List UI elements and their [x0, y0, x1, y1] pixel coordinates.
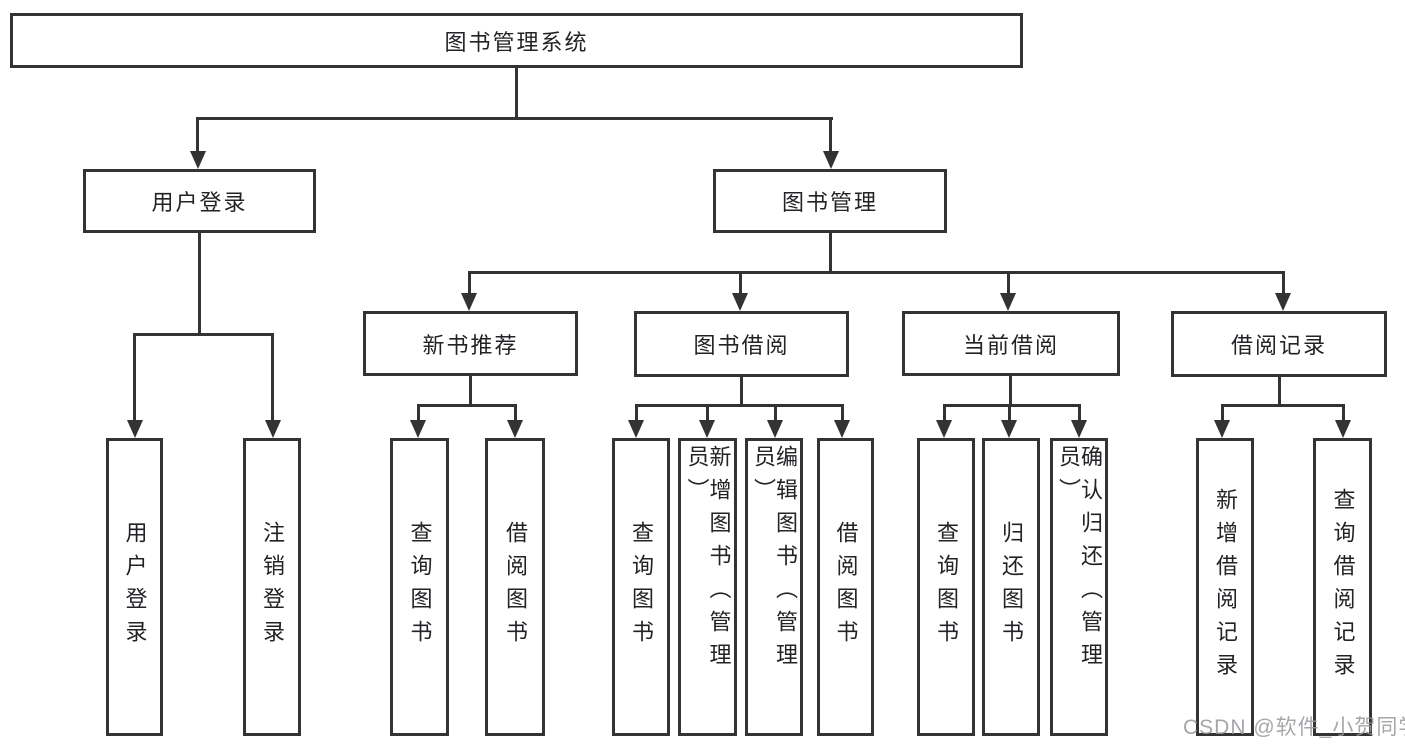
connector-line	[1278, 377, 1281, 407]
leaf-user-login: 用户登录	[106, 438, 163, 736]
connector-line	[468, 271, 1285, 274]
connector-line	[196, 117, 199, 153]
node-new-book-recommend-label: 新书推荐	[422, 332, 519, 358]
arrow-down-icon	[1071, 420, 1087, 438]
connector-line	[1342, 404, 1345, 422]
connector-line	[515, 66, 518, 120]
connector-line	[740, 377, 743, 407]
connector-line	[706, 404, 709, 422]
connector-line	[514, 404, 517, 422]
connector-line	[829, 233, 832, 274]
leaf-query-books-current: 查询图书	[917, 438, 975, 736]
arrow-down-icon	[1275, 293, 1291, 311]
leaf-return-books: 归还图书	[982, 438, 1040, 736]
arrow-down-icon	[936, 420, 952, 438]
connector-line	[271, 333, 274, 422]
connector-line	[1078, 404, 1081, 422]
leaf-logout: 注销登录	[243, 438, 301, 736]
arrow-down-icon	[190, 151, 206, 169]
connector-line	[635, 404, 638, 422]
node-book-borrow-label: 图书借阅	[693, 333, 790, 358]
connector-line	[417, 404, 420, 422]
connector-line	[1007, 271, 1010, 295]
leaf-borrow-books: 借阅图书	[817, 438, 874, 736]
node-library-system: 图书管理系统	[10, 13, 1023, 68]
connector-line	[133, 333, 136, 422]
connector-line	[417, 404, 517, 407]
node-library-system-label: 图书管理系统	[444, 29, 589, 55]
arrow-down-icon	[628, 420, 644, 438]
node-borrow-records: 借阅记录	[1171, 311, 1387, 377]
connector-line	[1221, 404, 1344, 407]
arrow-down-icon	[127, 420, 143, 438]
arrow-down-icon	[732, 293, 748, 311]
connector-line	[133, 333, 274, 336]
arrow-down-icon	[699, 420, 715, 438]
leaf-add-books-admin: 新增图书（管理员）	[678, 438, 737, 736]
connector-line	[739, 271, 742, 295]
node-book-management: 图书管理	[713, 169, 947, 233]
node-current-borrow: 当前借阅	[902, 311, 1120, 376]
connector-line	[635, 404, 843, 407]
node-borrow-records-label: 借阅记录	[1230, 333, 1327, 358]
connector-line	[841, 404, 844, 422]
node-user-login-label: 用户登录	[151, 190, 248, 215]
leaf-confirm-return-admin: 确认归还（管理员）	[1050, 438, 1108, 736]
connector-line	[1008, 404, 1011, 422]
arrow-down-icon	[1214, 420, 1230, 438]
node-user-login: 用户登录	[83, 169, 316, 233]
connector-line	[1282, 271, 1285, 295]
arrow-down-icon	[461, 293, 477, 311]
leaf-query-books-borrow: 查询图书	[612, 438, 670, 736]
node-book-management-label: 图书管理	[781, 190, 878, 215]
node-current-borrow-label: 当前借阅	[962, 332, 1059, 358]
arrow-down-icon	[410, 420, 426, 438]
arrow-down-icon	[834, 420, 850, 438]
leaf-edit-books-admin: 编辑图书（管理员）	[745, 438, 803, 736]
connector-line	[196, 117, 833, 120]
node-new-book-recommend: 新书推荐	[363, 311, 578, 376]
connector-line	[1221, 404, 1224, 422]
arrow-down-icon	[1000, 293, 1016, 311]
leaf-add-borrow-record: 新增借阅记录	[1196, 438, 1254, 736]
connector-line	[469, 376, 472, 407]
connector-line	[1009, 376, 1012, 407]
arrow-down-icon	[507, 420, 523, 438]
connector-line	[943, 404, 1080, 407]
arrow-down-icon	[823, 151, 839, 169]
leaf-borrow-books-recommend: 借阅图书	[485, 438, 545, 736]
arrow-down-icon	[1335, 420, 1351, 438]
connector-line	[468, 271, 471, 295]
leaf-query-borrow-record: 查询借阅记录	[1313, 438, 1372, 736]
connector-line	[774, 404, 777, 422]
arrow-down-icon	[265, 420, 281, 438]
connector-line	[829, 117, 832, 153]
arrow-down-icon	[767, 420, 783, 438]
node-book-borrow: 图书借阅	[634, 311, 849, 377]
watermark: CSDN @软件_小贺同学	[1183, 716, 1405, 739]
arrow-down-icon	[1001, 420, 1017, 438]
connector-line	[198, 233, 201, 336]
connector-line	[943, 404, 946, 422]
leaf-query-books-recommend: 查询图书	[390, 438, 449, 736]
